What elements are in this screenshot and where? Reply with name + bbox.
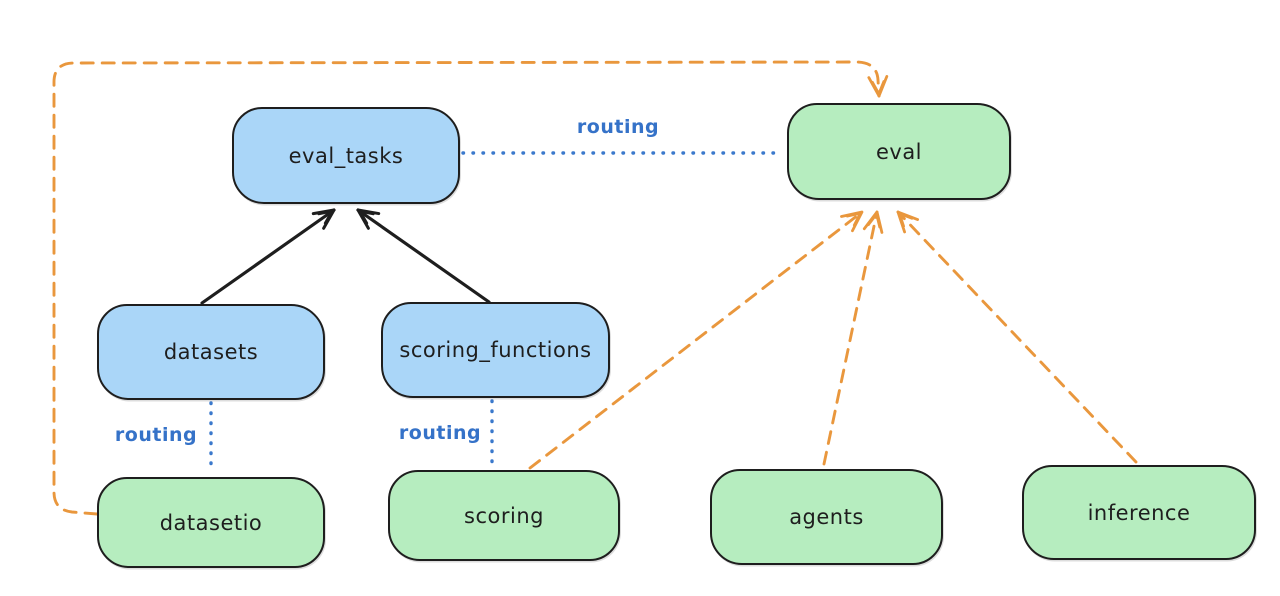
node-eval-label: eval: [875, 139, 923, 164]
node-inference: inference: [1022, 465, 1256, 560]
node-eval_tasks-label: eval_tasks: [288, 143, 404, 168]
node-datasets-label: datasets: [163, 340, 259, 364]
node-scoring: scoring: [388, 470, 620, 561]
node-datasets: datasets: [97, 304, 325, 400]
edge-label-routing-scoring_functions-scoring: routing: [398, 422, 482, 444]
node-eval: eval: [787, 103, 1011, 200]
node-agents-label: agents: [789, 505, 864, 529]
node-scoring_functions-label: scoring_functions: [399, 338, 592, 362]
node-agents: agents: [710, 469, 943, 565]
node-inference-label: inference: [1087, 500, 1191, 525]
node-eval_tasks: eval_tasks: [232, 107, 460, 204]
edge-inference-eval-dashed-arrow: [896, 210, 1138, 464]
edge-datasets-eval_tasks-arrow: [200, 208, 336, 305]
node-scoring_functions: scoring_functions: [381, 302, 610, 398]
edge-agents-eval-dashed-arrow: [822, 210, 884, 466]
edge-label-routing-eval_tasks-eval: routing: [576, 116, 660, 138]
edge-scoring_functions-eval_tasks-arrow: [356, 208, 491, 304]
edge-label-routing-datasets-datasetio: routing: [114, 424, 198, 446]
node-datasetio-label: datasetio: [159, 510, 263, 535]
edge-scoring-eval-dashed-arrow: [528, 210, 864, 470]
node-scoring-label: scoring: [464, 503, 544, 528]
node-datasetio: datasetio: [97, 477, 325, 568]
